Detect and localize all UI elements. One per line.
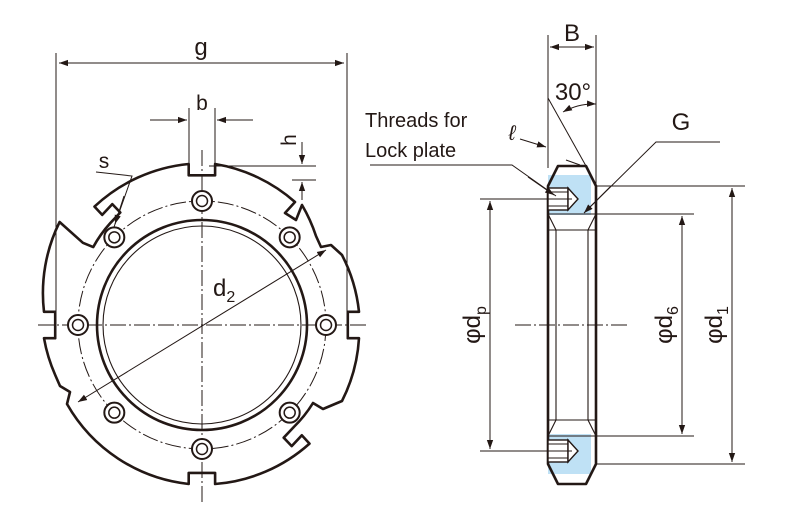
label-g: g	[194, 34, 207, 61]
label-ell: ℓ	[508, 122, 517, 145]
label-d1: φd1	[701, 306, 732, 344]
threads-leader	[370, 164, 557, 197]
G-leader-arrow	[583, 186, 611, 214]
tapped-hole	[67, 314, 89, 336]
tapped-hole	[191, 438, 213, 460]
tapped-hole	[103, 401, 126, 424]
label-b: b	[196, 92, 208, 115]
label-d2: d2	[213, 275, 235, 306]
threads-leader-arrow	[527, 176, 555, 196]
tapped-holes	[67, 190, 337, 460]
front-view: g b h s d2	[38, 34, 368, 505]
label-angle: 30°	[555, 79, 591, 106]
label-B: B	[564, 20, 580, 47]
threads-label-line1: Threads for	[365, 110, 468, 132]
chamfer-bl	[547, 419, 557, 437]
label-s: s	[99, 150, 110, 173]
outer-contour-with-slots	[41, 162, 361, 486]
label-h: h	[278, 134, 301, 146]
tapped-hole	[278, 401, 301, 424]
angle-arc	[562, 100, 597, 113]
s-leader-arrow	[114, 195, 125, 225]
tapped-hole	[103, 226, 126, 249]
chamfer-tl	[547, 213, 557, 231]
tapped-hole	[315, 314, 337, 336]
tapped-hole	[191, 190, 213, 212]
threads-label-line2: Lock plate	[365, 140, 456, 162]
tapped-hole	[278, 226, 301, 249]
ell-arrow-left	[519, 138, 547, 148]
label-dp: φdp	[459, 306, 490, 344]
label-G: G	[672, 109, 691, 136]
ell-tail	[565, 159, 581, 166]
section-outline	[546, 164, 598, 486]
angle-ref-line	[547, 97, 587, 167]
side-view: B 30° ℓ Threads for Lock plate G φdp φd6	[365, 20, 745, 486]
d2-dim-line	[77, 249, 327, 403]
label-d6: φd6	[651, 306, 682, 344]
G-leader	[584, 141, 720, 213]
chamfer-br	[587, 419, 597, 437]
chamfer-tr	[587, 213, 597, 231]
